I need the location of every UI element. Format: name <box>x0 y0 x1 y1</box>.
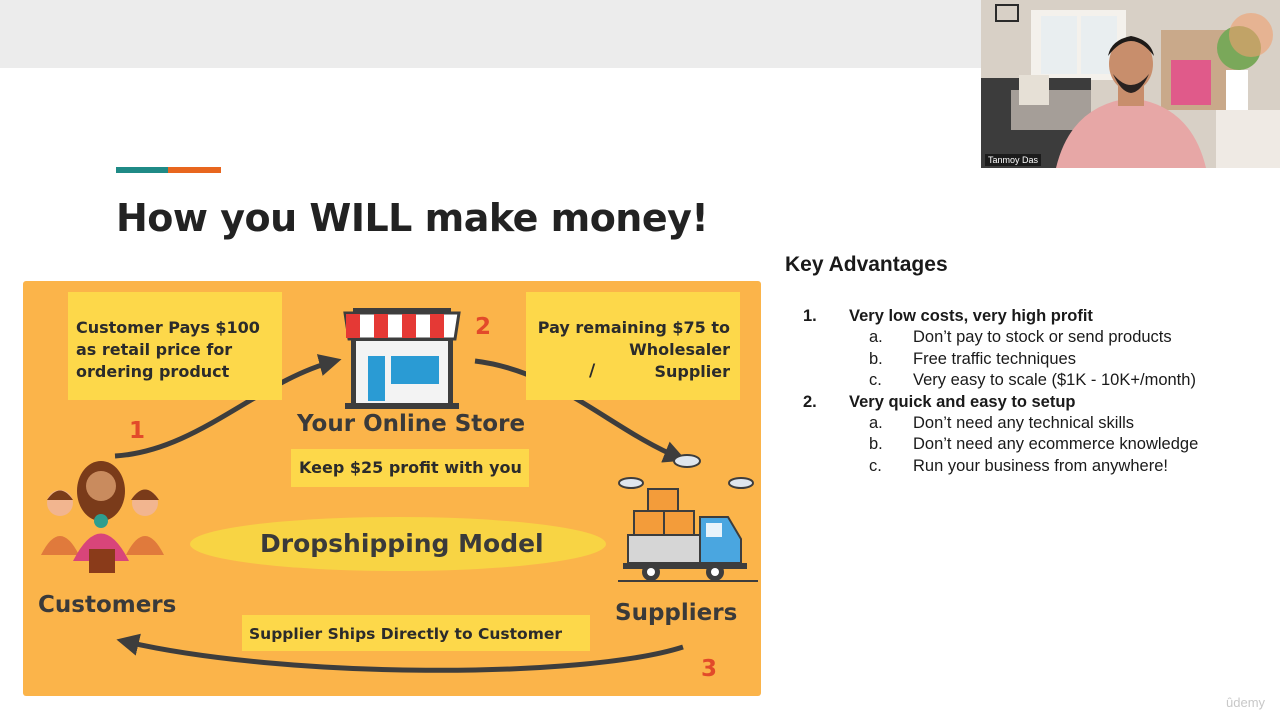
accent-orange <box>168 167 221 173</box>
title-accent-bar <box>116 167 221 173</box>
accent-teal <box>116 167 168 173</box>
list-marker: a. <box>869 328 883 347</box>
supplier-note-line-3: Supplier <box>654 362 730 381</box>
step-number-3: 3 <box>701 656 718 682</box>
dropshipping-diagram: Customer Pays $100 as retail price for o… <box>23 281 761 696</box>
list-marker: a. <box>869 413 883 432</box>
list-subitem-text: Don’t need any technical skills <box>913 413 1135 432</box>
supplier-note-line-1: Pay remaining $75 to <box>537 318 730 337</box>
list-item: 2. Very quick and easy to setup <box>785 393 1245 414</box>
online-store-label: Your Online Store <box>297 411 526 437</box>
key-advantages-list: 1. Very low costs, very high profit a. D… <box>785 307 1245 478</box>
supplier-truck-icon <box>618 488 758 582</box>
customers-label: Customers <box>38 592 177 618</box>
supplier-note-line-2: Wholesaler <box>629 340 730 359</box>
customers-group-icon <box>41 461 164 573</box>
list-marker: c. <box>869 371 882 390</box>
list-subitem: a. Don’t need any technical skills <box>785 414 1245 435</box>
list-subitem-text: Don’t pay to stock or send products <box>913 328 1172 347</box>
list-marker: b. <box>869 349 883 368</box>
list-subitem: c. Run your business from anywhere! <box>785 457 1245 478</box>
customer-note-line-3: ordering product <box>76 362 230 381</box>
list-marker: 1. <box>803 307 817 325</box>
suppliers-label: Suppliers <box>615 600 738 626</box>
cloud-icon <box>618 454 754 489</box>
customer-pays-note: Customer Pays $100 as retail price for o… <box>68 292 282 400</box>
supplier-note-slash: / <box>589 361 596 381</box>
list-marker: 2. <box>803 392 817 411</box>
supplier-ships-note: Supplier Ships Directly to Customer <box>242 615 590 651</box>
list-subitem-text: Very easy to scale ($1K - 10K+/month) <box>913 371 1196 390</box>
list-subitem: b. Don’t need any ecommerce knowledge <box>785 435 1245 456</box>
arrow-supplier-to-customer <box>116 633 684 673</box>
list-item-text: Very quick and easy to setup <box>849 392 1076 411</box>
list-subitem: c. Very easy to scale ($1K - 10K+/month) <box>785 371 1245 392</box>
list-item: 1. Very low costs, very high profit <box>785 307 1245 328</box>
list-subitem: a. Don’t pay to stock or send products <box>785 328 1245 349</box>
list-subitem-text: Free traffic techniques <box>913 349 1076 368</box>
dropshipping-model-label: Dropshipping Model <box>260 529 544 558</box>
key-advantages-title: Key Advantages <box>785 253 948 276</box>
list-item-text: Very low costs, very high profit <box>849 307 1093 325</box>
keep-profit-note: Keep $25 profit with you <box>291 449 529 487</box>
step-number-1: 1 <box>129 418 146 444</box>
model-ellipse <box>190 517 606 571</box>
customer-note-line-2: as retail price for <box>76 340 233 359</box>
customer-note-line-1: Customer Pays $100 <box>76 318 260 337</box>
arrow-customer-to-store <box>114 354 342 459</box>
arrow-store-to-supplier <box>474 358 687 463</box>
list-subitem-text: Don’t need any ecommerce knowledge <box>913 435 1199 454</box>
list-marker: b. <box>869 435 883 454</box>
list-subitem: b. Free traffic techniques <box>785 350 1245 371</box>
list-subitem-text: Run your business from anywhere! <box>913 456 1168 475</box>
diagram-graphics <box>41 308 758 673</box>
list-marker: c. <box>869 456 882 475</box>
presenter-name: Tanmoy Das <box>985 154 1042 166</box>
udemy-watermark: ûdemy <box>1226 695 1266 710</box>
presenter-webcam: Tanmoy Das <box>981 0 1280 168</box>
slide-title: How you WILL make money! <box>116 196 709 240</box>
step-number-2: 2 <box>475 314 492 340</box>
online-store-icon <box>343 308 461 409</box>
pay-supplier-note: Pay remaining $75 to Wholesaler Supplier <box>526 292 740 400</box>
webcam-feed <box>981 0 1280 168</box>
